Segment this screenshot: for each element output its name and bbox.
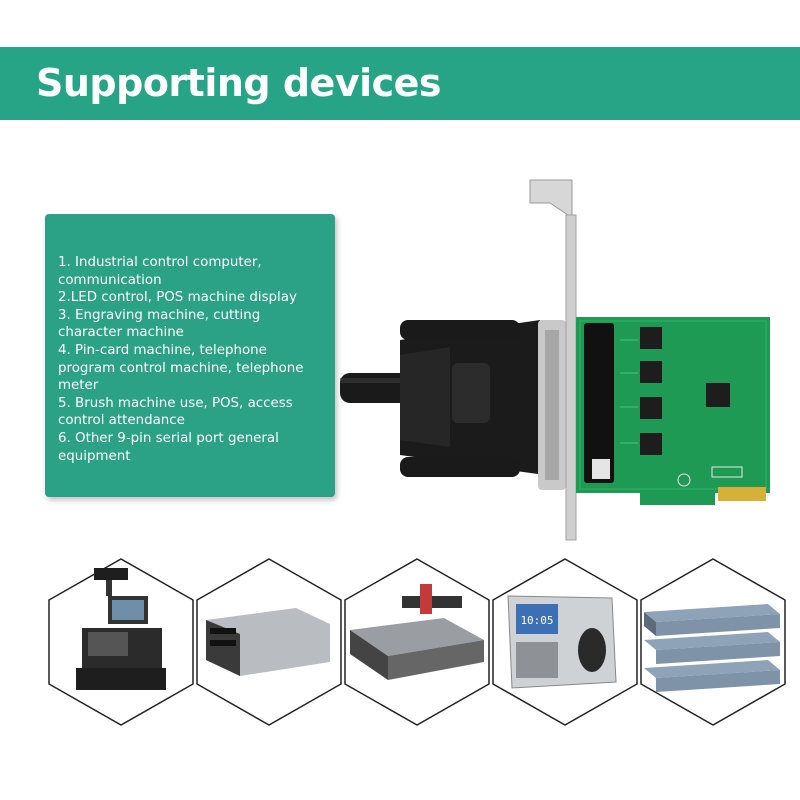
industrial-computer-icon xyxy=(196,558,342,726)
supported-devices-list: 1. Industrial control computer, communic… xyxy=(58,254,328,465)
pcie-card-illustration xyxy=(340,179,770,541)
list-item: 3. Engraving machine, cutting character … xyxy=(58,307,261,341)
header-banner: Supporting devices xyxy=(0,47,800,120)
list-item: 6. Other 9-pin serial port general equip… xyxy=(58,430,279,464)
list-item: 5. Brush machine use, POS, access contro… xyxy=(58,395,293,429)
product-image xyxy=(340,175,780,555)
fingerprint-attendance-icon: 10:05 xyxy=(492,558,638,726)
page-title: Supporting devices xyxy=(36,61,442,105)
clock-display: 10:05 xyxy=(520,614,553,627)
network-switch-icon xyxy=(640,558,786,726)
pos-terminal-icon xyxy=(48,558,194,726)
list-item: 4. Pin-card machine, telephone program c… xyxy=(58,342,304,394)
cnc-engraving-machine-icon xyxy=(344,558,490,726)
list-item: 2.LED control, POS machine display xyxy=(58,290,297,306)
supported-devices-panel: 1. Industrial control computer, communic… xyxy=(45,214,335,497)
list-item: 1. Industrial control computer, communic… xyxy=(58,255,262,288)
